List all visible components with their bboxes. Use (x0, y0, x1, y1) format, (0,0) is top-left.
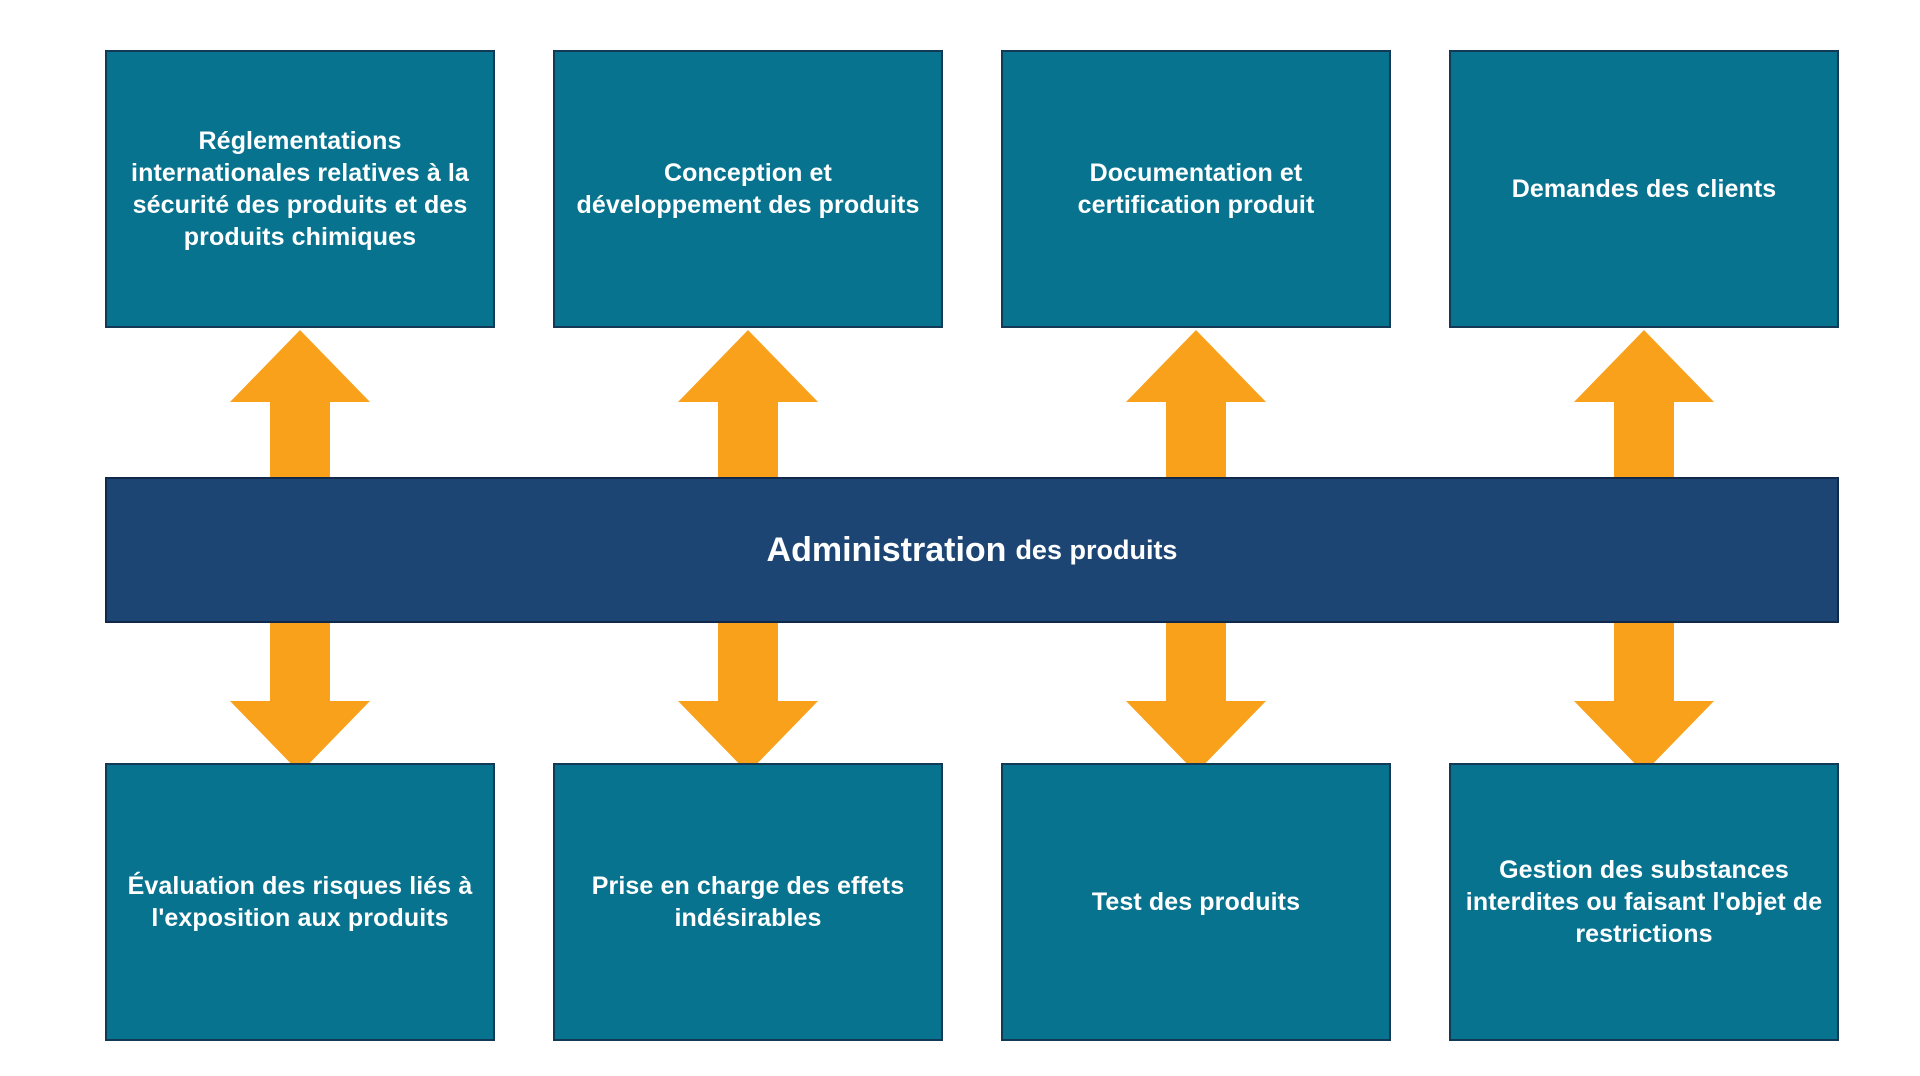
arrow-down-risk-assessment-icon (230, 623, 370, 773)
bottom-box-adverse-effects-label: Prise en charge des effets indésirables (591, 872, 905, 932)
arrow-down-product-testing-icon (1126, 623, 1266, 773)
top-box-documentation-certification-label: Documentation et certification produit (1077, 159, 1315, 219)
top-box-design-development[interactable]: Conception et développement des produits (553, 50, 943, 328)
top-box-design-development-label: Conception et développement des produits (576, 159, 920, 219)
top-box-customer-requests-label: Demandes des clients (1511, 175, 1777, 203)
top-box-customer-requests[interactable]: Demandes des clients (1449, 50, 1839, 328)
arrow-up-design-icon (678, 330, 818, 480)
bottom-box-adverse-effects[interactable]: Prise en charge des effets indésirables (553, 763, 943, 1041)
top-box-documentation-certification[interactable]: Documentation et certification produit (1001, 50, 1391, 328)
arrow-down-restricted-substances-icon (1574, 623, 1714, 773)
bottom-box-product-testing-label: Test des produits (1091, 888, 1301, 916)
arrow-up-customer-requests-icon (1574, 330, 1714, 480)
bottom-box-restricted-substances-label: Gestion des substances interdites ou fai… (1465, 856, 1823, 948)
arrow-down-adverse-effects-icon (678, 623, 818, 773)
bottom-box-product-testing[interactable]: Test des produits (1001, 763, 1391, 1041)
bottom-box-risk-assessment[interactable]: Évaluation des risques liés à l'expositi… (105, 763, 495, 1041)
center-banner-title-rest: des produits (1015, 534, 1178, 565)
arrow-up-documentation-icon (1126, 330, 1266, 480)
top-box-regulations[interactable]: Réglementations internationales relative… (105, 50, 495, 328)
bottom-box-risk-assessment-label: Évaluation des risques liés à l'expositi… (127, 872, 473, 932)
center-banner-administration[interactable]: Administration des produits (105, 477, 1839, 623)
arrow-up-regulations-icon (230, 330, 370, 480)
center-banner-title-strong: Administration (766, 531, 1007, 569)
bottom-box-restricted-substances[interactable]: Gestion des substances interdites ou fai… (1449, 763, 1839, 1041)
top-box-regulations-label: Réglementations internationales relative… (131, 127, 469, 251)
